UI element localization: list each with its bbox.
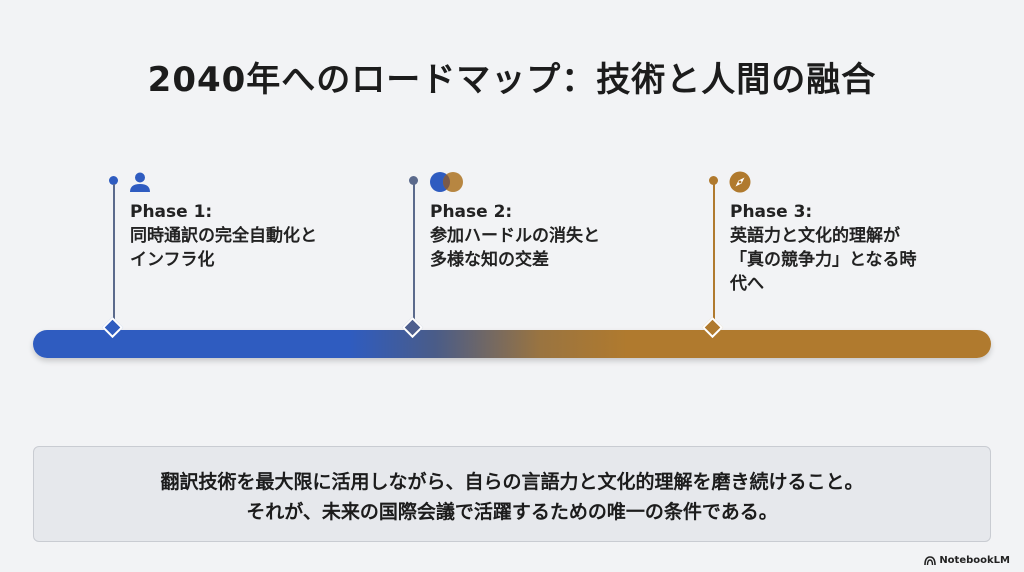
phase-3-diamond [701, 316, 724, 339]
phase-1-description: 同時通訳の完全自動化と インフラ化 [130, 226, 317, 270]
phase-3-description: 英語力と文化的理解が 「真の競争力」となる時 代へ [730, 226, 917, 294]
footer-label: NotebookLM [939, 555, 1010, 566]
phase-2-dot [409, 176, 418, 185]
phase-1-text: Phase 1: 同時通訳の完全自動化と インフラ化 [130, 200, 400, 272]
phase-3-marker [701, 0, 724, 360]
person-icon [130, 172, 150, 192]
conclusion-line-1: 翻訳技術を最大限に活用しながら、自らの言語力と文化的理解を磨き続けること。 [160, 471, 864, 493]
phase-2-text: Phase 2: 参加ハードルの消失と 多様な知の交差 [430, 200, 700, 272]
phase-1-diamond [101, 316, 124, 339]
phase-1-connector [112, 184, 115, 320]
notebooklm-logo-icon [924, 555, 937, 565]
phase-2-diamond [401, 316, 424, 339]
page-title: 2040年へのロードマップ：技術と人間の融合 [147, 60, 877, 100]
conclusion-line-2: それが、未来の国際会議で活躍するための唯一の条件である。 [246, 501, 778, 523]
phase-3-label: Phase 3: [730, 202, 813, 222]
phase-1-label: Phase 1: [130, 202, 213, 222]
phase-2-connector [412, 184, 415, 320]
phase-3-connector [712, 184, 715, 320]
phase-2-label: Phase 2: [430, 202, 513, 222]
phase-3-dot [709, 176, 718, 185]
notebooklm-watermark: NotebookLM [924, 555, 1010, 566]
phase-1-dot [109, 176, 118, 185]
phase-3-text: Phase 3: 英語力と文化的理解が 「真の競争力」となる時 代へ [730, 200, 1000, 296]
phase-1-marker [101, 0, 124, 360]
conclusion-box: 翻訳技術を最大限に活用しながら、自らの言語力と文化的理解を磨き続けること。 それ… [33, 446, 991, 542]
phase-2-description: 参加ハードルの消失と 多様な知の交差 [430, 226, 600, 270]
timeline-bar [33, 330, 991, 358]
compass-icon [729, 171, 751, 193]
phase-2-marker [401, 0, 424, 360]
overlapping-circles-icon [430, 172, 463, 192]
